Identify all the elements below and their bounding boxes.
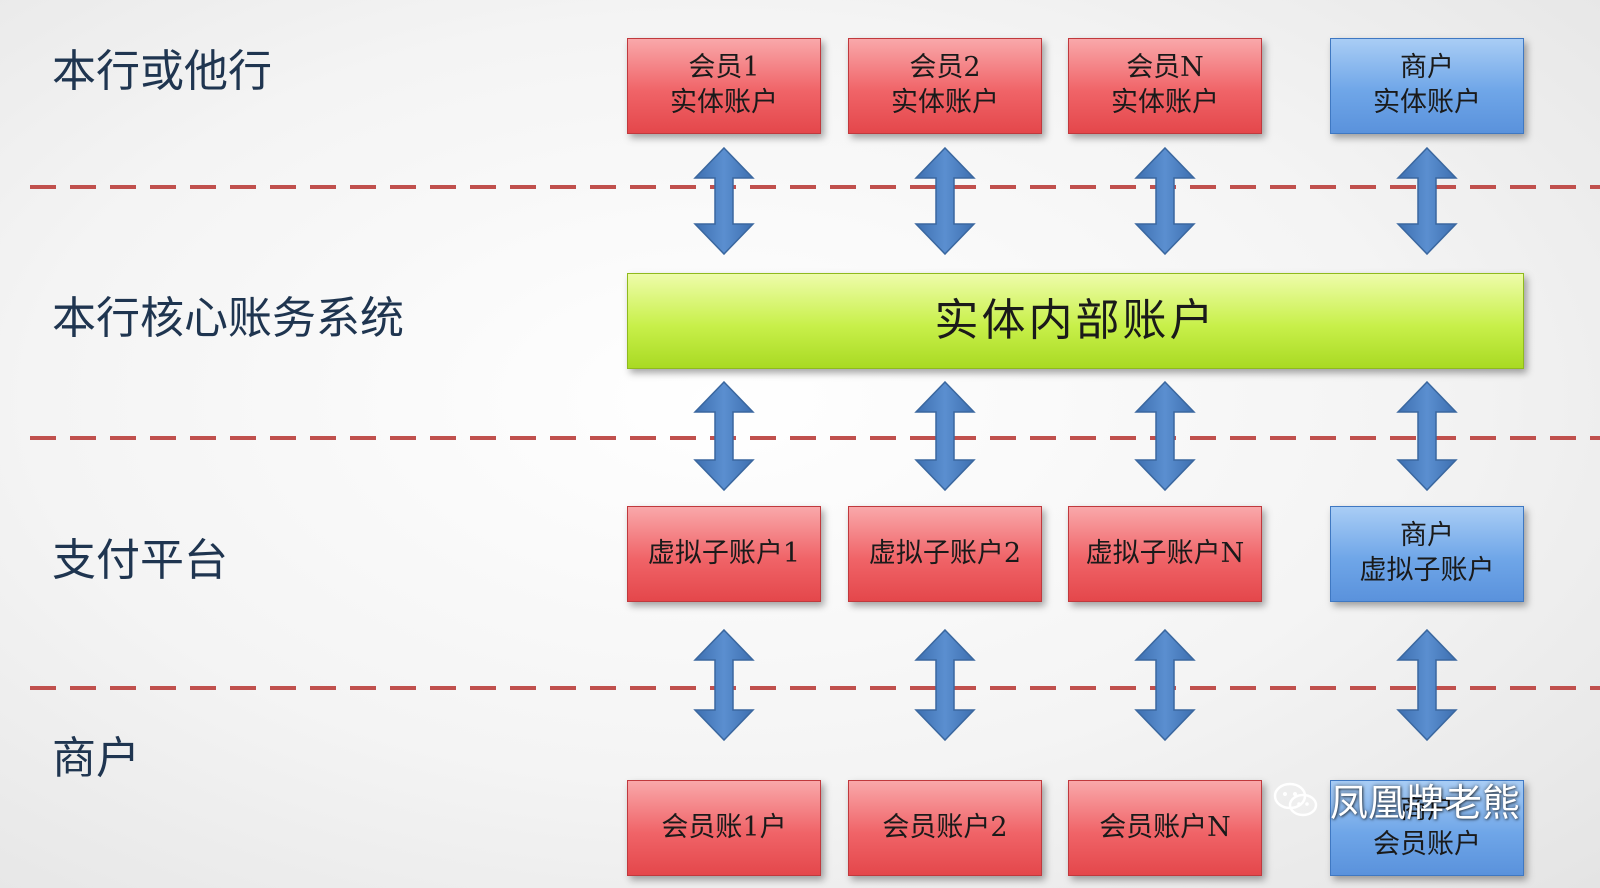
double-arrow-icon-core-platform-3 — [1134, 380, 1196, 492]
double-arrow-icon-platform-merchant-4 — [1396, 628, 1458, 742]
watermark-text: 凤凰牌老熊 — [1330, 781, 1521, 825]
entity-account-line-1: 会员2 — [909, 52, 981, 84]
virtual-sub-account-merchant: 商户 虚拟子账户 — [1330, 506, 1524, 602]
layer-label-core: 本行核心账务系统 — [52, 293, 404, 344]
virtual-account-line-1: 虚拟子账户N — [1085, 537, 1245, 569]
member-account-n: 会员账户N — [1068, 780, 1262, 876]
double-arrow-icon-platform-merchant-1 — [693, 628, 755, 742]
entity-account-member-1: 会员1 实体账户 — [627, 38, 821, 134]
entity-account-line-2: 实体账户 — [891, 87, 999, 118]
layer-label-merchant: 商户 — [52, 733, 140, 784]
entity-account-line-1: 商户 — [1400, 52, 1454, 84]
member-account-line-2: 会员账户 — [1373, 829, 1481, 860]
member-account-line-1: 会员账1户 — [661, 811, 787, 843]
layer-label-bank: 本行或他行 — [52, 46, 272, 97]
entity-account-line-2: 实体账户 — [1373, 87, 1481, 118]
double-arrow-icon-bank-core-3 — [1134, 146, 1196, 256]
virtual-sub-account-1: 虚拟子账户1 — [627, 506, 821, 602]
virtual-account-line-1: 虚拟子账户2 — [868, 537, 1022, 569]
entity-account-member-2: 会员2 实体账户 — [848, 38, 1042, 134]
double-arrows — [693, 146, 1458, 742]
member-account-1: 会员账1户 — [627, 780, 821, 876]
virtual-account-line-1: 虚拟子账户1 — [647, 537, 801, 569]
member-account-2: 会员账户2 — [848, 780, 1042, 876]
double-arrow-icon-bank-core-4 — [1396, 146, 1458, 256]
wechat-icon — [1273, 782, 1318, 816]
virtual-sub-account-n: 虚拟子账户N — [1068, 506, 1262, 602]
entity-account-line-2: 实体账户 — [670, 87, 778, 118]
double-arrow-icon-core-platform-4 — [1396, 380, 1458, 492]
double-arrow-icon-core-platform-2 — [914, 380, 976, 492]
watermark: 凤凰牌老熊 — [1272, 772, 1520, 827]
entity-account-merchant: 商户 实体账户 — [1330, 38, 1524, 134]
member-account-line-1: 商户 — [1400, 794, 1454, 826]
double-arrow-icon-core-platform-1 — [693, 380, 755, 492]
virtual-account-line-2: 虚拟子账户 — [1359, 555, 1495, 586]
double-arrow-icon-bank-core-2 — [914, 146, 976, 256]
entity-account-member-n: 会员N 实体账户 — [1068, 38, 1262, 134]
double-arrow-icon-bank-core-1 — [693, 146, 755, 256]
virtual-sub-account-2: 虚拟子账户2 — [848, 506, 1042, 602]
layer-label-platform: 支付平台 — [52, 535, 228, 586]
dashed-separators — [30, 185, 1600, 690]
member-account-line-1: 会员账户2 — [882, 811, 1008, 843]
member-account-merchant: 商户 会员账户 — [1330, 780, 1524, 876]
entity-account-line-1: 会员N — [1126, 52, 1204, 84]
entity-account-line-1: 会员1 — [688, 52, 760, 84]
virtual-account-line-1: 商户 — [1400, 520, 1454, 552]
double-arrow-icon-platform-merchant-3 — [1134, 628, 1196, 742]
entity-account-line-2: 实体账户 — [1111, 87, 1219, 118]
internal-account-box: 实体内部账户 — [627, 273, 1524, 369]
double-arrow-icon-platform-merchant-2 — [914, 628, 976, 742]
member-account-line-1: 会员账户N — [1099, 811, 1231, 843]
